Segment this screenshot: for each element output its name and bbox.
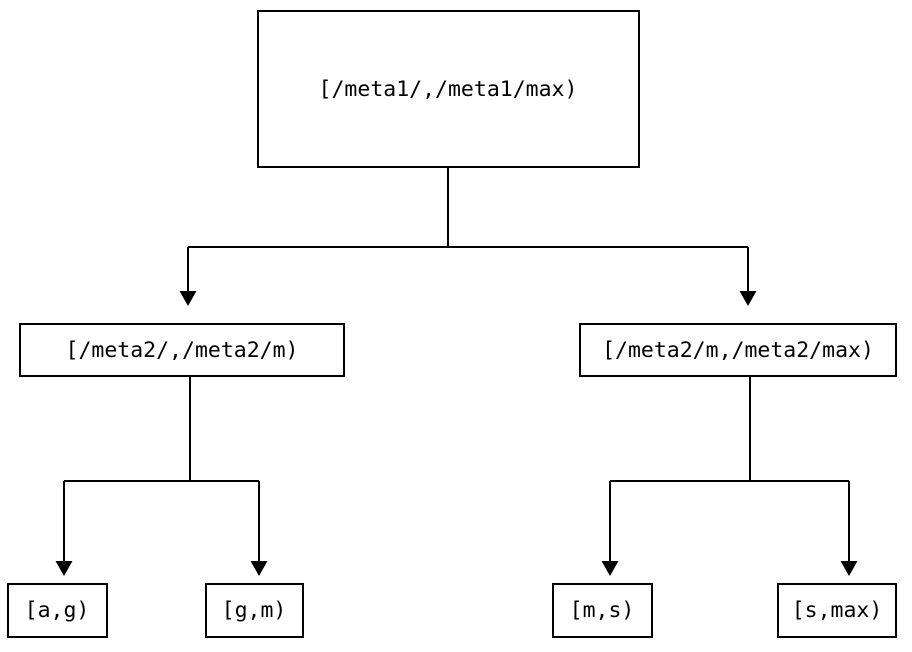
node-mid-right[interactable]: [/meta2/m,/meta2/max)	[578, 322, 898, 378]
node-mid-right-box[interactable]	[578, 322, 898, 378]
node-leaf-gm[interactable]: [g,m)	[204, 582, 305, 639]
node-leaf-smax-label: [s,max)	[792, 598, 883, 623]
node-leaf-ag-label: [a,g)	[25, 598, 90, 623]
node-leaf-ag[interactable]: [a,g)	[6, 582, 109, 639]
node-leaf-smax-box[interactable]	[776, 582, 898, 639]
edge-midright-smax-arrow-icon	[840, 561, 858, 576]
edge-group-mid-left	[55, 376, 268, 576]
node-mid-left-box[interactable]	[18, 322, 346, 378]
edge-midleft-gm-arrow-icon	[250, 561, 268, 576]
node-root-label: [/meta1/,/meta1/max)	[319, 77, 578, 102]
edge-midleft-ag-arrow-icon	[55, 561, 73, 576]
node-leaf-ms[interactable]: [m,s)	[551, 582, 654, 639]
edge-group-mid-right	[601, 376, 858, 576]
node-mid-left[interactable]: [/meta2/,/meta2/m)	[18, 322, 346, 378]
edge-midright-ms-arrow-icon	[601, 561, 619, 576]
node-mid-left-label: [/meta2/,/meta2/m)	[66, 338, 299, 363]
node-leaf-ms-box[interactable]	[551, 582, 654, 639]
edge-group-root	[179, 167, 757, 306]
node-mid-right-label: [/meta2/m,/meta2/max)	[602, 338, 874, 363]
node-leaf-ag-box[interactable]	[6, 582, 109, 639]
node-root[interactable]: [/meta1/,/meta1/max)	[256, 9, 641, 169]
node-leaf-smax[interactable]: [s,max)	[776, 582, 898, 639]
node-leaf-ms-label: [m,s)	[570, 598, 635, 623]
node-root-box[interactable]	[256, 9, 641, 169]
edge-root-mid-left-arrow-icon	[179, 291, 197, 306]
node-leaf-gm-label: [g,m)	[222, 598, 287, 623]
node-leaf-gm-box[interactable]	[204, 582, 305, 639]
edge-root-mid-right-arrow-icon	[739, 291, 757, 306]
